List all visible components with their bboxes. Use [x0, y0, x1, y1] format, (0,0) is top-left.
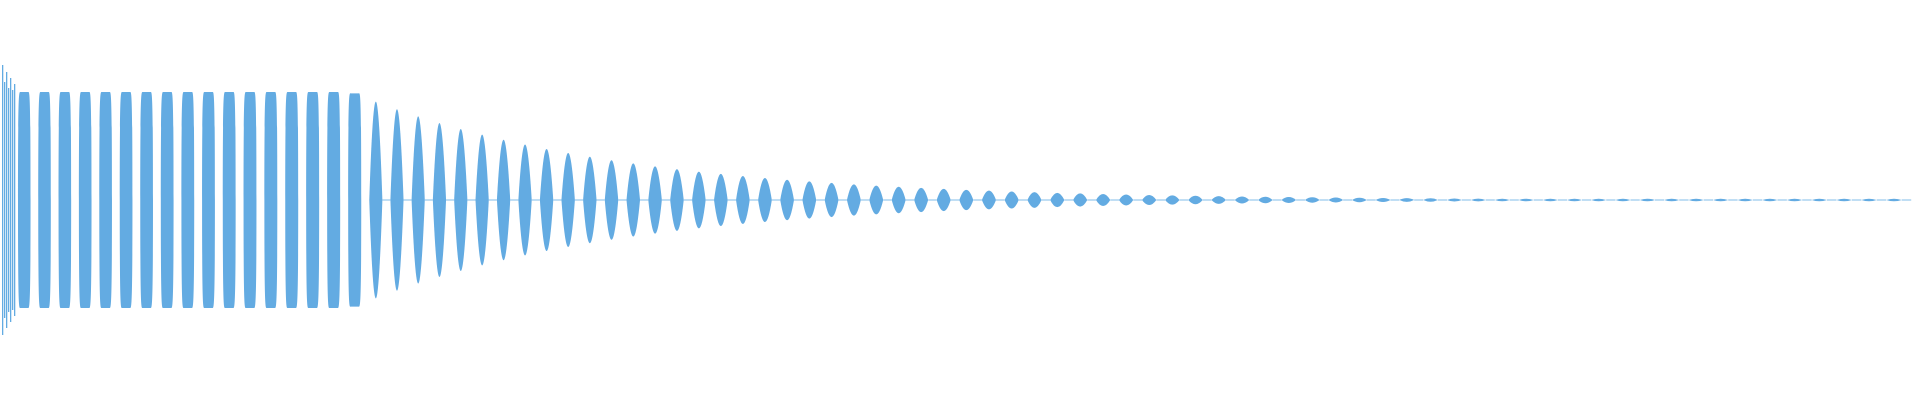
- wave-lobe: [1713, 198, 1729, 202]
- attack-spike: [8, 88, 10, 312]
- wave-lobe: [1211, 196, 1226, 204]
- wave-lobe: [1027, 192, 1042, 208]
- wave-lobe: [78, 91, 92, 309]
- wave-lobe: [202, 91, 215, 309]
- wave-lobe: [99, 91, 112, 309]
- wave-lobe: [1688, 198, 1704, 202]
- wave-lobe: [119, 91, 133, 309]
- wave-lobe: [824, 182, 839, 218]
- wave-lobe: [306, 91, 320, 309]
- wave-lobe: [222, 91, 236, 309]
- wave-lobe: [1786, 198, 1803, 202]
- wave-lobe: [758, 177, 772, 223]
- wave-lobe: [1095, 193, 1111, 207]
- wave-lobe: [160, 91, 174, 309]
- wave-lobe: [411, 116, 425, 284]
- wave-lobe: [1352, 197, 1367, 203]
- wave-lobe: [1591, 198, 1607, 202]
- wave-lobe: [38, 91, 51, 309]
- wave-lobe: [1762, 198, 1778, 202]
- wave-lobe: [936, 188, 951, 212]
- wave-lobe: [539, 148, 554, 252]
- wave-lobe: [692, 171, 706, 229]
- attack-spike: [2, 65, 4, 335]
- wave-lobe: [914, 187, 929, 213]
- wave-lobe: [604, 160, 619, 240]
- wave-lobe: [736, 175, 750, 225]
- wave-lobe: [1258, 196, 1273, 204]
- wave-lobe: [1494, 198, 1510, 202]
- wave-lobe: [390, 109, 404, 291]
- attack-spike: [6, 72, 8, 328]
- wave-lobe: [1615, 198, 1631, 202]
- wave-lobe: [285, 91, 299, 309]
- wave-lobe: [1542, 198, 1558, 202]
- wave-lobe: [1861, 198, 1877, 202]
- wave-lobe: [140, 91, 153, 309]
- wave-lobe: [1118, 194, 1134, 206]
- wave-lobe: [58, 91, 72, 309]
- wave-lobe: [626, 163, 641, 237]
- attack-spike: [14, 84, 16, 316]
- wave-lobe: [432, 122, 447, 278]
- attack-spike: [4, 82, 6, 318]
- wave-lobe: [1281, 197, 1297, 203]
- wave-lobe: [496, 139, 511, 261]
- wave-lobe: [780, 179, 794, 221]
- wave-lobe: [454, 129, 468, 271]
- waveform-shape: [2, 65, 1912, 335]
- wave-lobe: [846, 184, 861, 216]
- wave-lobe: [1004, 191, 1019, 209]
- wave-lobe: [1304, 197, 1320, 203]
- wave-lobe: [1142, 194, 1157, 206]
- wave-lobe: [1811, 198, 1827, 202]
- wave-lobe: [1737, 198, 1753, 202]
- wave-lobe: [1518, 198, 1534, 202]
- wave-lobe: [327, 91, 341, 309]
- wave-lobe: [243, 91, 257, 309]
- wave-lobe: [1399, 198, 1415, 202]
- attack-spike: [10, 78, 12, 322]
- wave-lobe: [1328, 197, 1344, 203]
- wave-lobe: [714, 173, 728, 227]
- wave-lobe: [891, 186, 906, 214]
- wave-lobe: [518, 144, 532, 256]
- wave-lobe: [1165, 195, 1180, 205]
- wave-lobe: [670, 169, 684, 231]
- wave-lobe: [1375, 197, 1391, 203]
- wave-lobe: [1234, 196, 1250, 204]
- wave-lobe: [1470, 198, 1486, 202]
- wave-lobe: [1836, 198, 1852, 202]
- wave-lobe: [1566, 198, 1582, 202]
- attack-spike: [12, 90, 14, 310]
- wave-lobe: [264, 91, 278, 309]
- wave-lobe: [648, 166, 662, 234]
- wave-lobe: [959, 189, 974, 211]
- wave-lobe: [1886, 198, 1902, 202]
- wave-lobe: [1639, 198, 1655, 202]
- wave-lobe: [583, 156, 597, 244]
- wave-lobe: [181, 91, 195, 309]
- wave-lobe: [1423, 198, 1438, 202]
- wave-lobe: [1050, 192, 1065, 208]
- wave-lobe: [1073, 193, 1088, 207]
- wave-lobe: [369, 101, 383, 299]
- wave-lobe: [475, 134, 489, 266]
- wave-lobe: [869, 185, 884, 215]
- wave-lobe: [18, 91, 31, 309]
- wave-lobe: [1664, 198, 1680, 202]
- wave-lobe: [1188, 195, 1203, 205]
- wave-lobe: [802, 181, 817, 219]
- wave-lobe: [981, 190, 996, 210]
- wave-lobe: [561, 153, 575, 247]
- wave-lobe: [348, 93, 362, 307]
- wave-lobe: [1446, 198, 1462, 202]
